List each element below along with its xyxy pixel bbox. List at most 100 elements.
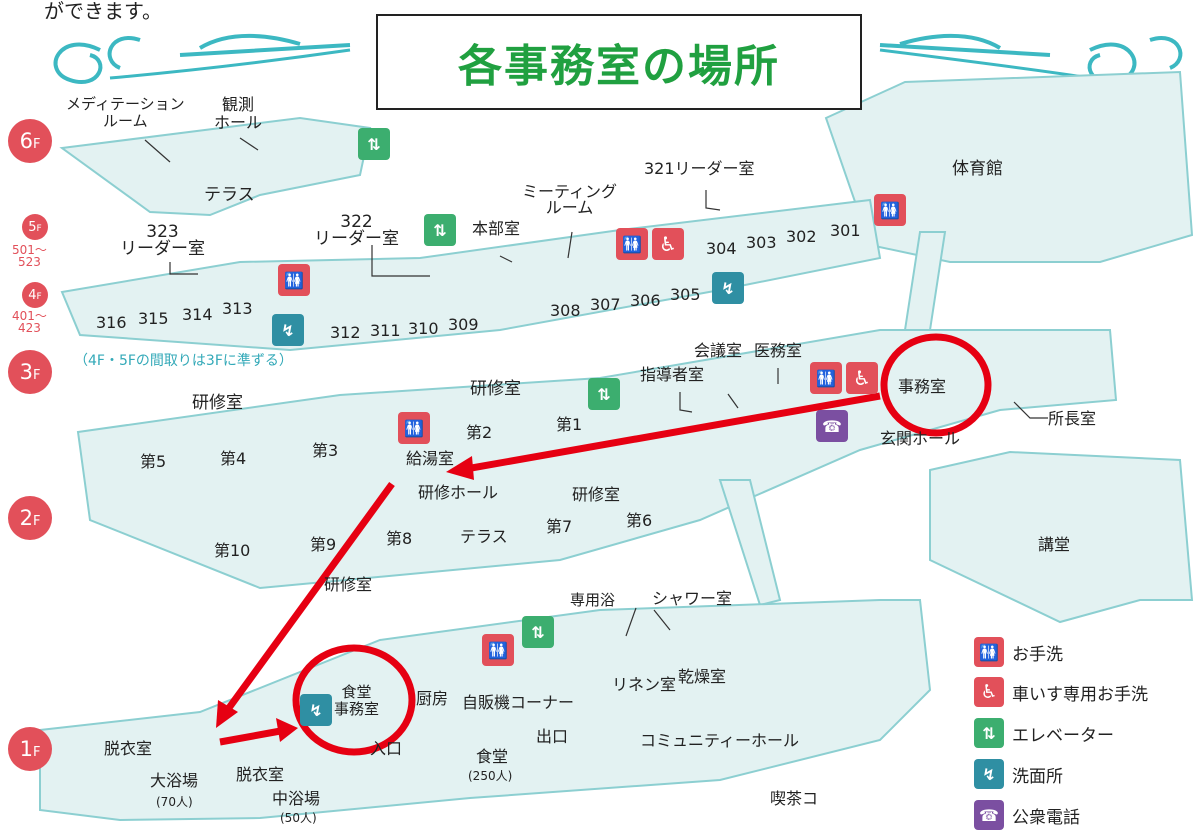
label-training-room-bottom: 研修室 <box>324 575 373 594</box>
room-305: 305 <box>670 285 701 304</box>
label-training-room-right: 研修室 <box>572 485 621 504</box>
phone-icon: ☎ <box>816 410 848 442</box>
label-training-room-left: 研修室 <box>192 393 243 413</box>
washroom-icon: ↯ <box>974 759 1004 789</box>
legend-item-elevator: ⇅ エレベーター <box>974 718 1114 748</box>
label-hq-room: 本部室 <box>472 219 521 238</box>
legend-item-washroom: ↯ 洗面所 <box>974 759 1063 789</box>
label-office-2f: 事務室 <box>898 377 947 396</box>
room-315: 315 <box>138 309 169 328</box>
phone-icon: ☎ <box>974 800 1004 830</box>
title-box: 各事務室の場所 <box>376 14 862 110</box>
restroom-icon: 🚻 <box>278 264 310 296</box>
elevator-icon: ⇅ <box>522 616 554 648</box>
label-room-dai7: 第7 <box>546 517 573 536</box>
label-leader-321: 321リーダー室 <box>644 159 755 178</box>
label-auditorium: 講堂 <box>1038 535 1071 554</box>
leader-lines <box>144 137 1048 637</box>
legend-label: 公衆電話 <box>1012 807 1080 828</box>
label-entrance-hall: 玄関ホール <box>880 429 961 448</box>
label-big-bath: 大浴場 <box>150 771 199 790</box>
label-linen-room: リネン室 <box>612 675 677 694</box>
label-meeting-room: ミーティング ルーム <box>522 182 618 217</box>
label-drying-room: 乾燥室 <box>678 667 727 686</box>
wheelchair-icon: ♿ <box>974 677 1004 707</box>
label-instructor-room: 指導者室 <box>640 365 705 384</box>
route-annotations <box>219 333 992 756</box>
label-mid-bath: 中浴場 <box>272 789 321 808</box>
restroom-icon: 🚻 <box>974 637 1004 667</box>
legend-label: お手洗 <box>1012 644 1063 665</box>
label-terrace-6f: テラス <box>204 185 255 205</box>
label-cafe: 喫茶コ <box>770 789 819 808</box>
legend-label: 車いす専用お手洗 <box>1012 684 1148 705</box>
label-director-room: 所長室 <box>1048 409 1097 428</box>
route-line-2 <box>223 481 395 715</box>
label-room-dai5: 第5 <box>140 452 167 471</box>
room-316: 316 <box>96 313 127 332</box>
label-mid-bath-capacity: (50人) <box>280 811 317 825</box>
label-big-bath-capacity: (70人) <box>156 795 193 809</box>
label-entrance: 入口 <box>370 739 403 758</box>
label-training-hall: 研修ホール <box>418 483 499 502</box>
room-308: 308 <box>550 301 581 320</box>
floor-range-5f: 501〜 523 <box>12 243 47 269</box>
top-note-text: ができます。 <box>44 0 162 23</box>
label-room-dai6: 第6 <box>626 511 653 530</box>
floor-layout-note: （4F・5Fの間取りは3Fに準ずる） <box>74 353 293 369</box>
washroom-icon: ↯ <box>300 694 332 726</box>
label-meditation-room: メディテーション ルーム <box>66 95 185 130</box>
route-arrowheads <box>216 456 474 742</box>
room-311: 311 <box>370 321 401 340</box>
restroom-icon: 🚻 <box>482 634 514 666</box>
room-301: 301 <box>830 221 861 240</box>
label-room-dai2: 第2 <box>466 423 493 442</box>
legend-item-phone: ☎ 公衆電話 <box>974 800 1080 830</box>
label-gym: 体育館 <box>952 159 1003 179</box>
label-kyutoshitsu: 給湯室 <box>406 449 455 468</box>
label-room-dai1: 第1 <box>556 415 583 434</box>
legend-label: エレベーター <box>1012 725 1114 746</box>
label-room-dai9: 第9 <box>310 535 337 554</box>
elevator-icon: ⇅ <box>588 378 620 410</box>
room-303: 303 <box>746 233 777 252</box>
legend-item-restroom: 🚻 お手洗 <box>974 637 1063 667</box>
label-vending-corner: 自販機コーナー <box>462 693 575 712</box>
legend-item-wheelchair: ♿ 車いす専用お手洗 <box>974 677 1148 707</box>
label-cafeteria-office: 食堂 事務室 <box>334 683 380 718</box>
elevator-icon: ⇅ <box>358 128 390 160</box>
label-cafeteria: 食堂 <box>476 747 509 766</box>
label-exit: 出口 <box>536 727 569 746</box>
label-community-hall: コミュニティーホール <box>640 731 800 750</box>
restroom-icon: 🚻 <box>874 194 906 226</box>
page-title: 各事務室の場所 <box>458 41 780 92</box>
elevator-icon: ⇅ <box>974 718 1004 748</box>
label-room-dai4: 第4 <box>220 449 247 468</box>
label-observation-hall: 観測 ホール <box>214 95 263 132</box>
room-312: 312 <box>330 323 361 342</box>
label-leader-322: 322 リーダー室 <box>314 212 399 249</box>
room-306: 306 <box>630 291 661 310</box>
wheelchair-icon: ♿ <box>652 228 684 260</box>
label-terrace-2f: テラス <box>460 527 508 546</box>
washroom-icon: ↯ <box>272 314 304 346</box>
restroom-icon: 🚻 <box>398 412 430 444</box>
room-310: 310 <box>408 319 439 338</box>
restroom-icon: 🚻 <box>616 228 648 260</box>
ornament-left <box>53 33 351 84</box>
label-training-room-mid: 研修室 <box>470 379 521 399</box>
route-line-3 <box>219 726 287 746</box>
label-changing-room-left: 脱衣室 <box>104 739 153 758</box>
label-room-dai3: 第3 <box>312 441 339 460</box>
label-changing-room-mid: 脱衣室 <box>236 765 285 784</box>
room-309: 309 <box>448 315 479 334</box>
room-307: 307 <box>590 295 621 314</box>
label-leader-323: 323 リーダー室 <box>120 222 205 259</box>
